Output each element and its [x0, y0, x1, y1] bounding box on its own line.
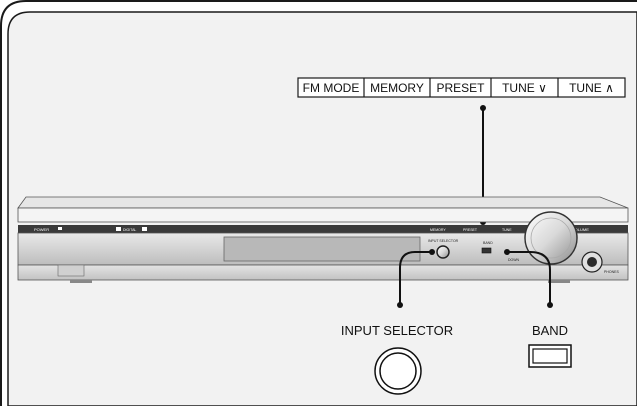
device-dark-strip [18, 225, 628, 233]
phones-label: PHONES [604, 270, 619, 274]
device-band-button[interactable] [481, 247, 492, 254]
power-label: POWER [34, 227, 49, 232]
device-input-selector-knob[interactable] [436, 245, 450, 259]
device-top-strip [17, 207, 629, 223]
volume-label: VOLUME [572, 227, 589, 232]
strip-tune-label: TUNE [502, 228, 512, 232]
volume-knob-ring [530, 217, 572, 259]
label-memory: MEMORY [370, 81, 424, 95]
device-display-window [223, 236, 421, 262]
device-input-selector-label: INPUT SELECTOR [428, 239, 459, 243]
leader-line [507, 251, 551, 305]
leader-dot [397, 302, 403, 308]
leader-band [504, 249, 553, 308]
digital-indicator [116, 227, 121, 231]
phones-jack[interactable] [587, 257, 597, 267]
device-top-lid [17, 196, 629, 209]
strip-memory-label: MEMORY [430, 228, 446, 232]
label-preset: PRESET [436, 81, 485, 95]
leader-dot [547, 302, 553, 308]
button-label-bar-frame [297, 77, 626, 98]
strip-preset-label: PRESET [463, 228, 478, 232]
device-down-label: DOWN [508, 258, 520, 262]
av-receiver-device: POWER DIGITAL MEMORY PRESET TUNE VOLUME … [17, 196, 629, 283]
digital-label: DIGITAL [123, 228, 136, 232]
label-fm-mode: FM MODE [303, 81, 360, 95]
device-foot [70, 280, 92, 283]
power-button[interactable] [58, 227, 62, 230]
device-bottom-lip [17, 264, 629, 281]
label-tune-up: TUNE ∧ [569, 81, 614, 95]
callout-band: BAND [532, 323, 568, 338]
device-foot [548, 280, 570, 283]
leader-input-selector [397, 249, 435, 308]
callout-input-selector: INPUT SELECTOR [341, 323, 453, 338]
digital-indicator [142, 227, 147, 231]
volume-knob[interactable] [524, 211, 578, 265]
button-label-bar: FM MODE MEMORY PRESET TUNE ∨ TUNE ∧ [297, 77, 626, 98]
label-tune-down: TUNE ∨ [502, 81, 547, 95]
device-tray-button [57, 264, 85, 277]
band-button-inner [532, 348, 568, 364]
input-selector-knob-inner [379, 352, 417, 390]
device-band-label: BAND [483, 241, 493, 245]
leader-line [399, 251, 432, 305]
